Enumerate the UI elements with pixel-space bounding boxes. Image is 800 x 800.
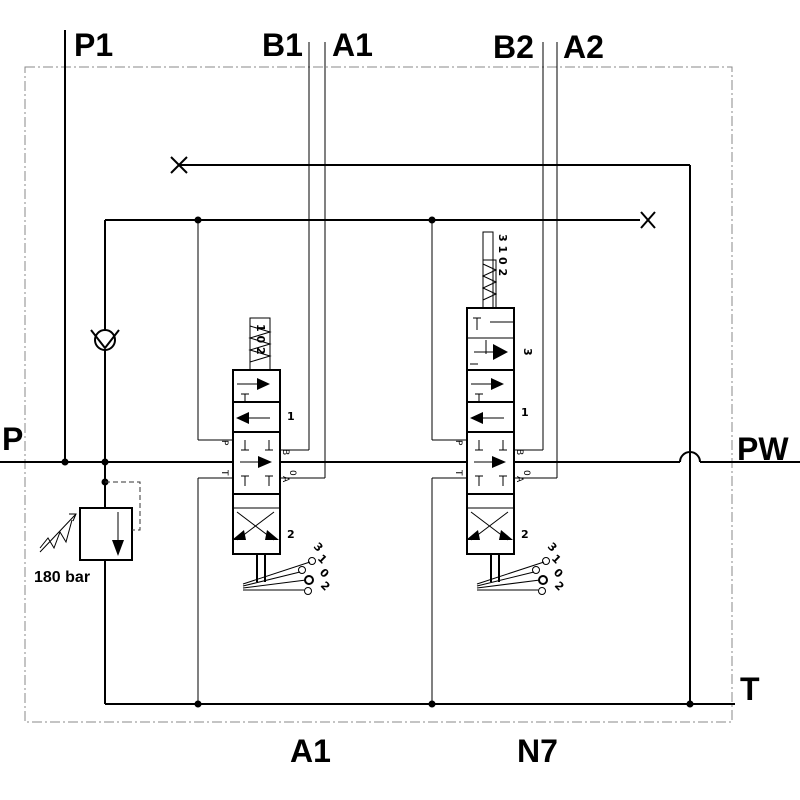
section1-lever-0: 0	[317, 566, 332, 581]
lever-detent-0	[538, 575, 548, 585]
port-label-a2: A2	[563, 29, 604, 65]
port-label-pw: PW	[737, 431, 789, 467]
relief-valve	[39, 462, 141, 561]
pressure-line	[0, 451, 800, 463]
lever-detent-2	[304, 587, 312, 595]
spring-icon	[481, 263, 498, 301]
section1-lever-2: 2	[318, 579, 333, 594]
lever-detent-3	[542, 557, 550, 565]
lever-detent-2	[538, 587, 546, 595]
section2-spring-positions: 3 1 0 2	[496, 234, 509, 276]
plugged-port-icon	[640, 211, 656, 229]
section1-lever-1: 1	[315, 552, 330, 567]
section2-port-p: P	[453, 440, 463, 446]
section2-port-a: A	[514, 476, 524, 483]
lever-detent-1	[298, 566, 306, 574]
section1-spring-positions: 1 0 2	[254, 324, 267, 355]
check-valve	[90, 329, 120, 462]
section2-port-zero: 0	[521, 470, 531, 476]
section2-lever-2: 2	[552, 579, 567, 594]
port-label-a1: A1	[332, 27, 373, 63]
plugged-port-icon	[170, 156, 188, 174]
section2-position-2: 2	[521, 528, 529, 541]
section2-lever-0: 0	[551, 566, 566, 581]
lever-detent-3	[308, 557, 316, 565]
port-label-b2: B2	[493, 29, 534, 65]
section2-position-3: 3	[521, 348, 534, 356]
bottom-label-right: N7	[517, 733, 558, 769]
spring-icon	[248, 325, 272, 363]
section1-port-zero: 0	[287, 470, 297, 476]
section1-position-1: 1	[287, 410, 295, 423]
bottom-label-left: A1	[290, 733, 331, 769]
section1-position-2: 2	[287, 528, 295, 541]
section1-port-b: B	[280, 449, 290, 455]
port-label-p1: P1	[74, 27, 113, 63]
port-label-p: P	[2, 421, 23, 457]
port-label-t: T	[740, 671, 760, 707]
port-label-b1: B1	[262, 27, 303, 63]
valve-block-boundary	[24, 66, 733, 723]
gallery-line	[104, 211, 656, 330]
section1-port-p: P	[219, 440, 229, 446]
adjustable-spring-icon	[39, 519, 73, 550]
upper-gallery-line	[170, 156, 691, 704]
section2-port-t: T	[453, 469, 463, 476]
lever-detent-1	[532, 566, 540, 574]
relief-valve-setting: 180 bar	[34, 569, 90, 586]
lever-detent-0	[304, 575, 314, 585]
valve-section-2	[431, 42, 558, 704]
valve-section-1	[197, 42, 326, 704]
section1-port-t: T	[219, 469, 229, 476]
tank-line	[104, 560, 735, 705]
section2-position-1: 1	[521, 406, 529, 419]
section1-port-a: A	[280, 476, 290, 483]
section2-port-b: B	[514, 449, 524, 455]
section2-lever-1: 1	[549, 552, 564, 567]
